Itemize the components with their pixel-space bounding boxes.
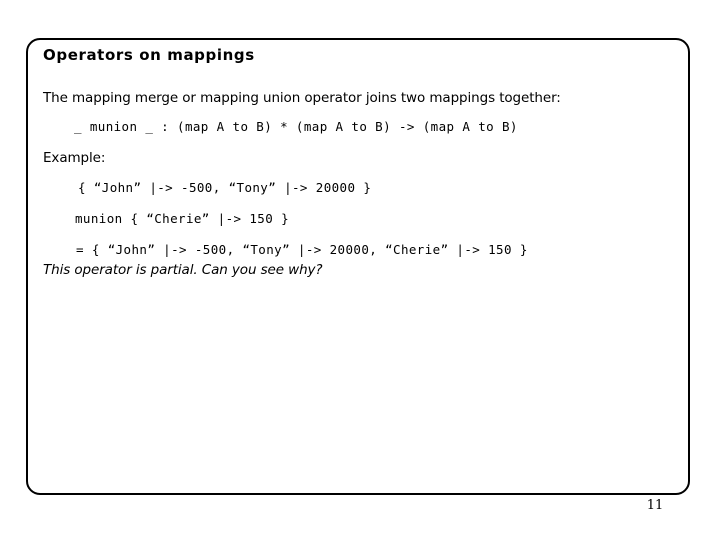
page-number: 11 — [646, 498, 664, 513]
closing-question: This operator is partial. Can you see wh… — [43, 262, 323, 278]
example-operand-first: { “John” |-> -500, “Tony” |-> 20000 } — [78, 180, 372, 195]
slide-content: Operators on mappings The mapping merge … — [26, 38, 690, 495]
operator-signature: _ munion _ : (map A to B) * (map A to B)… — [74, 119, 518, 134]
slide-frame-border — [26, 38, 690, 495]
example-operand-second: munion { “Cherie” |-> 150 } — [75, 211, 289, 226]
example-label: Example: — [43, 150, 106, 166]
intro-text: The mapping merge or mapping union opera… — [43, 90, 561, 106]
page-title: Operators on mappings — [43, 46, 255, 64]
example-result: = { “John” |-> -500, “Tony” |-> 20000, “… — [76, 242, 528, 257]
